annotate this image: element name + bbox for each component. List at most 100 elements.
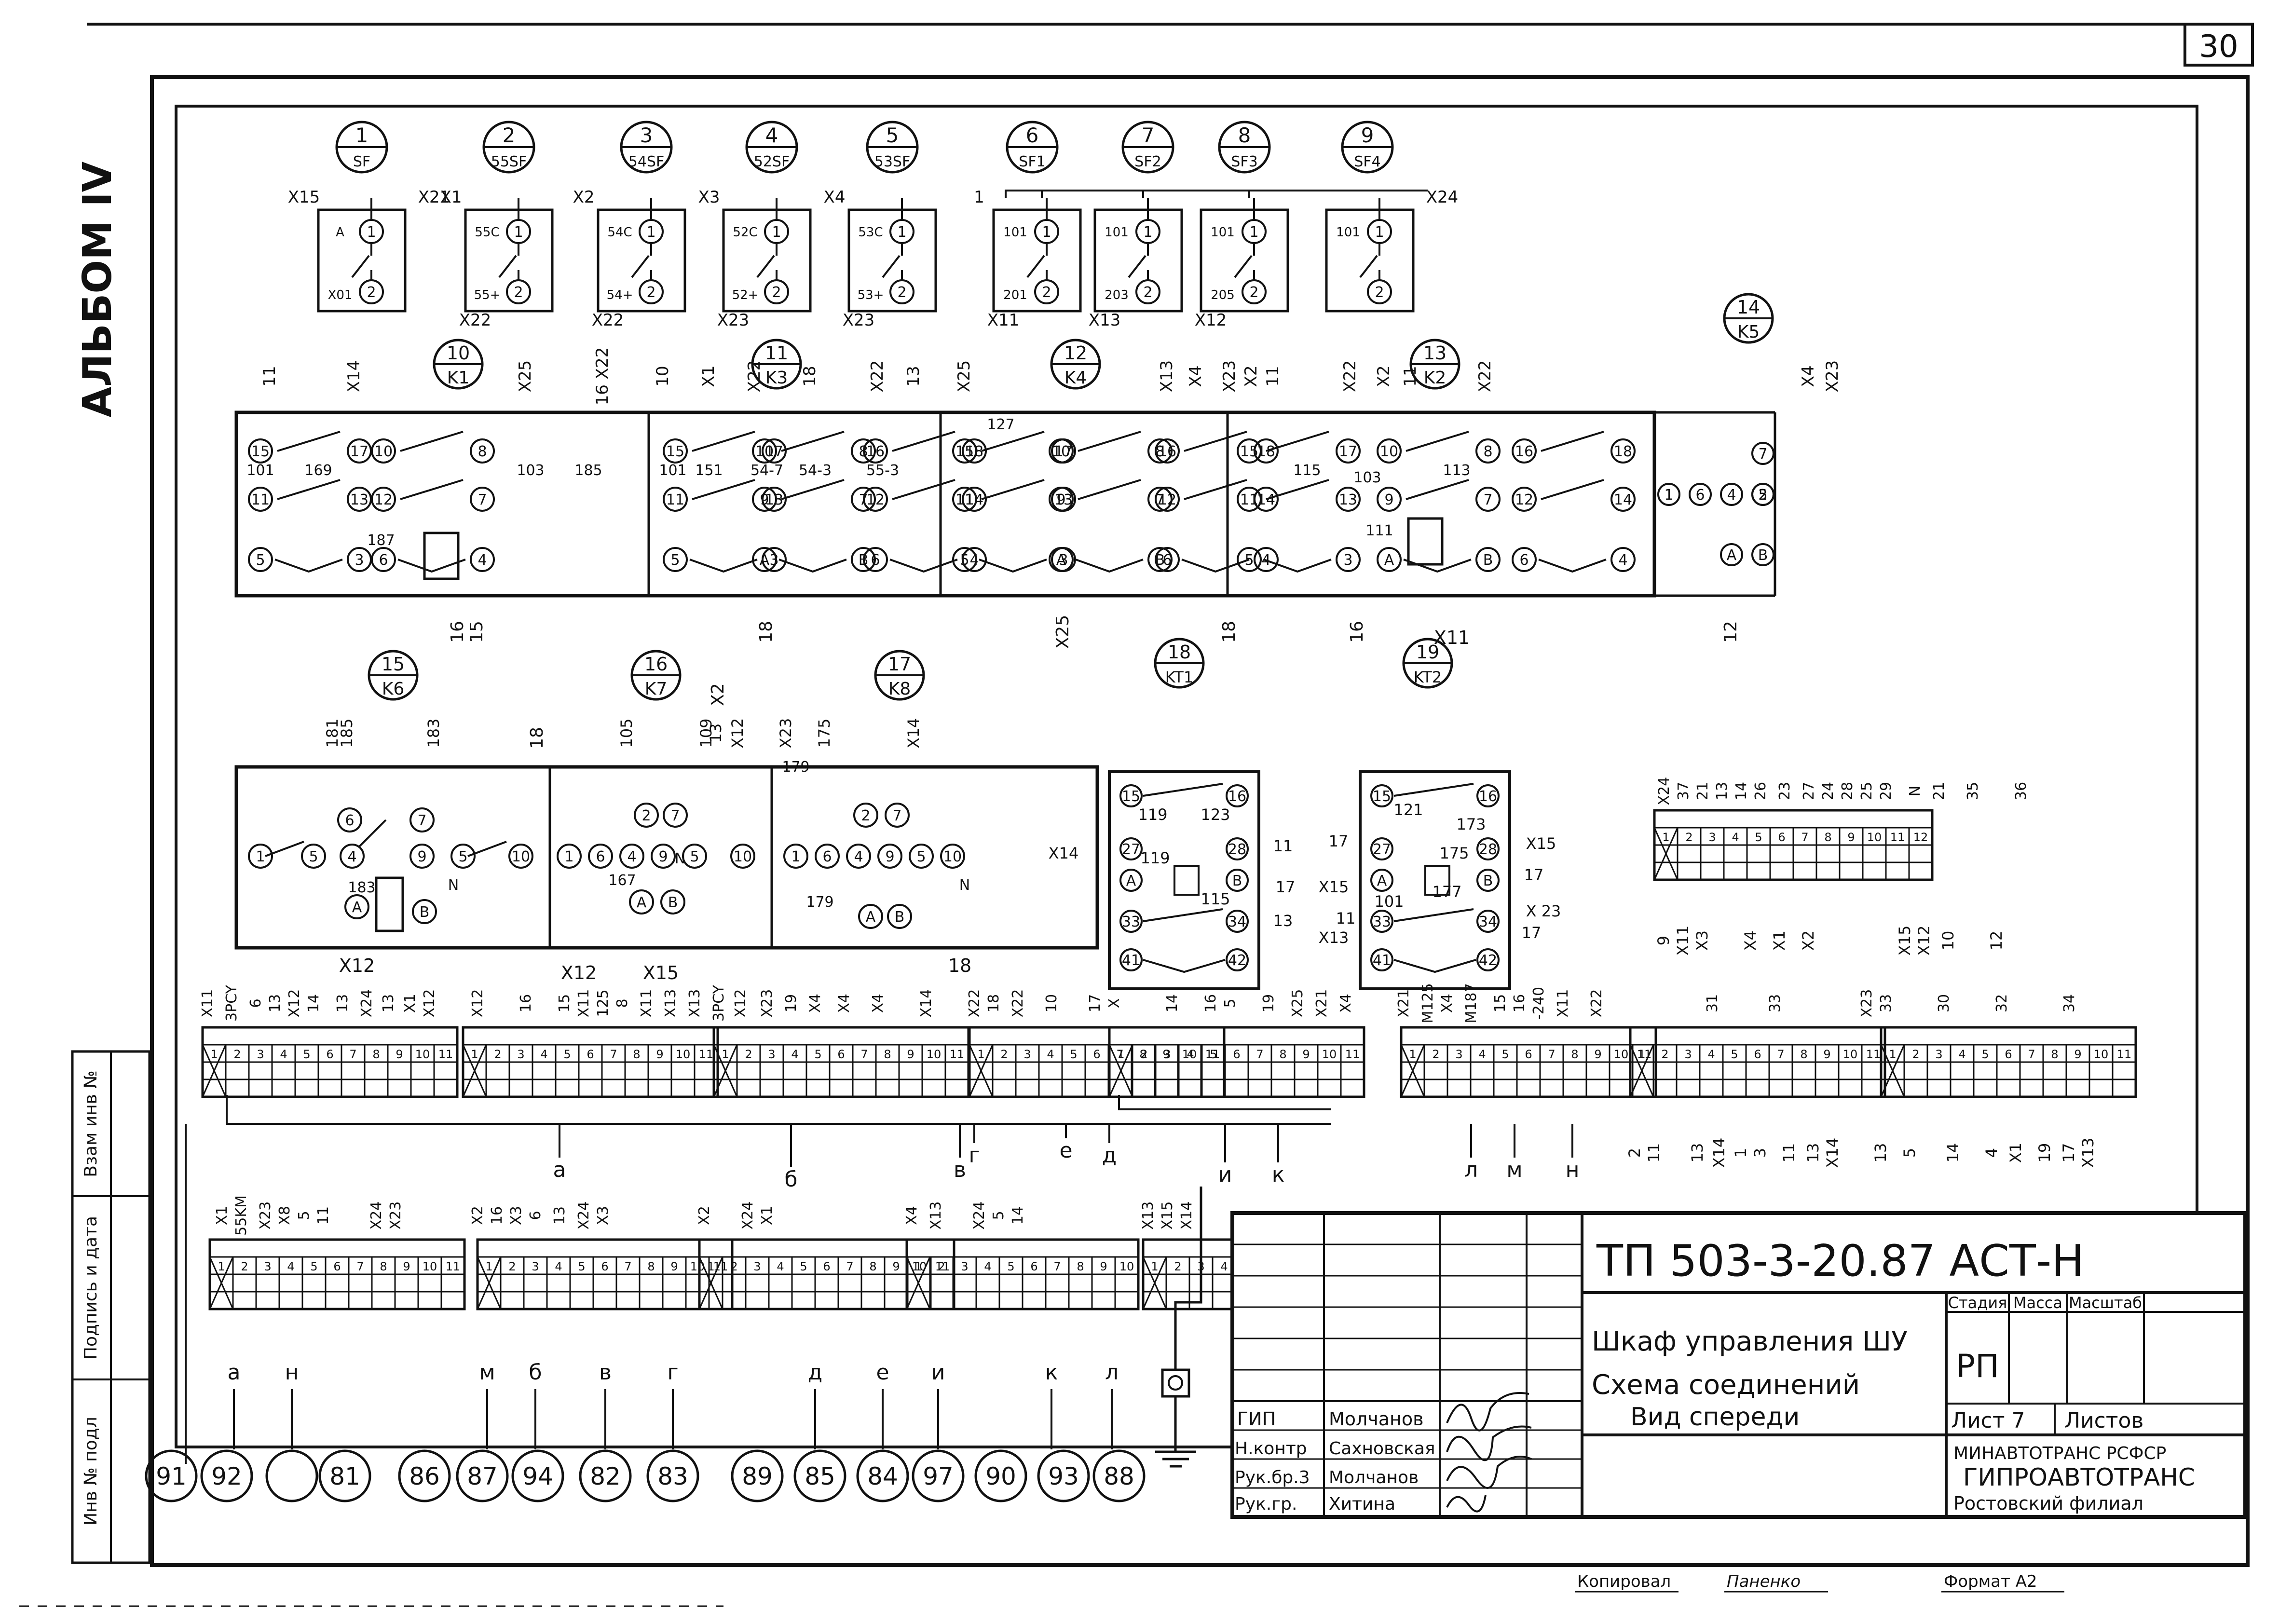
terminal-pin-label: 12 <box>866 491 885 508</box>
terminal-pin-label: 7 <box>670 807 680 824</box>
terminal-pin-label: 1 <box>367 224 376 241</box>
terminal-pin-label: 6 <box>596 848 605 865</box>
terminal-number: 5 <box>1007 1260 1014 1273</box>
terminal-pin <box>1119 837 1143 860</box>
bottom-connector-10: 89 <box>731 1449 784 1502</box>
wire-tag: 25 <box>1858 782 1875 800</box>
terminal-number: 3 <box>264 1260 271 1273</box>
terminal-pin <box>660 889 685 914</box>
wire-tag: 24 <box>1820 782 1837 800</box>
wire-tag: 13 <box>1871 1143 1890 1163</box>
wire-tag: X3 <box>1693 930 1711 951</box>
device-marker-code: SF4 <box>1354 153 1380 170</box>
terminal-pin <box>508 844 533 869</box>
terminal-pin-label: A <box>1384 552 1394 569</box>
terminal-number: 1 <box>722 1048 729 1061</box>
terminal-pin-label: 12 <box>1158 491 1176 508</box>
terminal-pin-label: A <box>1727 547 1737 564</box>
terminal-pin-label: A <box>352 899 362 916</box>
terminal-pin-label: 5 <box>1244 552 1254 569</box>
terminal-number: 11 <box>446 1260 461 1273</box>
terminal-pin <box>1049 487 1074 512</box>
terminal-pin-label: 9 <box>658 848 668 865</box>
drawing-frame <box>150 75 2250 1567</box>
internal-wire-number: 179 <box>782 759 809 776</box>
wire-tag: X2 <box>708 683 728 706</box>
contact-blade <box>1541 479 1604 500</box>
terminal-pin <box>682 844 707 869</box>
terminal-pin <box>1751 543 1774 566</box>
wire-tag: 16 <box>518 994 534 1012</box>
contact-blade <box>1393 908 1474 922</box>
terminal-number: 2 <box>1000 1048 1008 1061</box>
wire-tag: 5 <box>296 1211 313 1220</box>
wire-tag: X14 <box>1049 844 1079 862</box>
contact-blade <box>265 841 304 857</box>
wire-tag: 26 <box>1752 782 1769 800</box>
breaker-left-wire-label: X15 <box>288 188 320 207</box>
internal-wire-number: 185 <box>574 462 602 479</box>
terminal-pin-label: 9 <box>1384 491 1393 508</box>
terminal-number: 2 <box>1661 1048 1668 1061</box>
terminal-pin <box>952 438 977 464</box>
stage-value: РП <box>1956 1348 1999 1385</box>
device-marker-number: 2 <box>503 123 516 147</box>
terminal-number: 3 <box>257 1048 264 1061</box>
terminal-pin <box>1475 487 1501 512</box>
terminal-number: 10 <box>2094 1048 2109 1061</box>
terminal-pin <box>962 438 987 464</box>
wire-tag: X8 <box>276 1206 293 1225</box>
device-marker-code: 54SF <box>628 153 664 170</box>
terminal-number: 10 <box>1843 1048 1858 1061</box>
terminal-number: 1 <box>1151 1260 1158 1273</box>
role-4: Рук.гр. <box>1235 1494 1297 1514</box>
terminal-pin <box>1237 547 1262 572</box>
bus-line <box>1118 1095 1331 1110</box>
terminal-strip-cross <box>1400 1044 1425 1097</box>
terminal-number: 3 <box>1163 1048 1171 1061</box>
terminal-pin <box>663 438 688 464</box>
terminal-pin-label: 13 <box>1339 491 1357 508</box>
wire-tag: 14 <box>1010 1206 1026 1225</box>
wire-tag: 5 <box>1222 998 1239 1008</box>
breaker-bottom-pin-label: 54+ <box>607 288 633 302</box>
contact-blade <box>1078 431 1141 452</box>
wire-tag: 55KM <box>233 1195 250 1236</box>
terminal-number: 9 <box>403 1260 410 1273</box>
internal-wire-number: N <box>675 850 685 867</box>
wire-tag: X23 <box>387 1201 404 1230</box>
wire-tag: X13 <box>1319 928 1349 947</box>
internal-wire-number: N <box>448 877 459 894</box>
wire-tag: 175 <box>815 718 833 748</box>
wire-tag: X1 <box>2006 1143 2025 1163</box>
bottom-letter-7: д <box>808 1360 822 1385</box>
terminal-pin <box>940 844 965 869</box>
terminal-pin-label: 42 <box>1228 952 1246 969</box>
bottom-connector-label: 90 <box>985 1462 1016 1490</box>
terminal-number: 1 <box>1662 831 1669 844</box>
bottom-connector-label: 89 <box>742 1462 773 1490</box>
terminal-pin <box>588 844 613 869</box>
wire-tag: 21 <box>1694 782 1711 800</box>
terminal-pin-label: 1 <box>1143 224 1152 241</box>
device-marker-code: SF2 <box>1134 153 1161 170</box>
wire-tag: 6 <box>247 998 264 1008</box>
wire-tag: X25 <box>516 360 535 393</box>
terminal-pin-label: 10 <box>734 848 752 865</box>
terminal-pin <box>1751 442 1774 465</box>
wire-tag: 21 <box>1931 782 1948 800</box>
internal-wire-number: 101 <box>246 462 274 479</box>
wire-tag: X22 <box>1588 989 1605 1018</box>
side-label-1: Взам инв № <box>81 1070 101 1177</box>
wire-tag: 32 <box>1993 994 2010 1012</box>
wire-tag: 15 <box>467 621 487 643</box>
terminal-pin-label: 7 <box>1483 491 1492 508</box>
internal-wire-number: 183 <box>348 879 375 896</box>
terminal-pin-label: 2 <box>641 807 651 824</box>
breaker-bottom-pin-label: X01 <box>328 288 353 302</box>
terminal-pin-label: 6 <box>1695 487 1705 504</box>
